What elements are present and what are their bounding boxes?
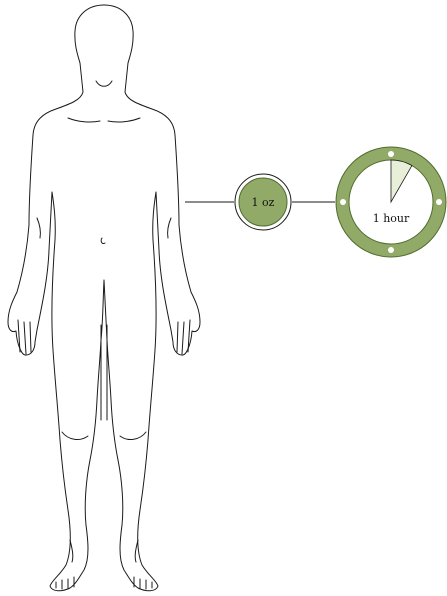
elbow-left <box>37 218 40 238</box>
time-label: 1 hour <box>373 212 410 225</box>
amount-label: 1 oz <box>252 196 275 209</box>
amount-badge: 1 oz <box>235 174 291 230</box>
ankle-left <box>70 540 73 562</box>
inner-leg-gap <box>101 325 107 420</box>
chin-line <box>96 81 112 86</box>
body-silhouette <box>8 5 200 591</box>
collarbone-right <box>108 118 140 122</box>
navel <box>101 238 105 244</box>
knee-right <box>120 432 146 439</box>
ankle-right <box>135 540 138 562</box>
clock-marker-top <box>388 151 394 157</box>
clock-marker-bottom <box>388 247 394 253</box>
clock-marker-right <box>436 199 442 205</box>
fingers-right <box>177 320 190 354</box>
clock-marker-left <box>340 199 346 205</box>
human-body-figure <box>8 5 200 591</box>
collarbone-left <box>68 118 100 122</box>
clock-icon: 1 hour <box>336 147 446 257</box>
elbow-right <box>168 218 171 238</box>
fingers-left <box>18 320 31 354</box>
knee-left <box>62 432 88 439</box>
